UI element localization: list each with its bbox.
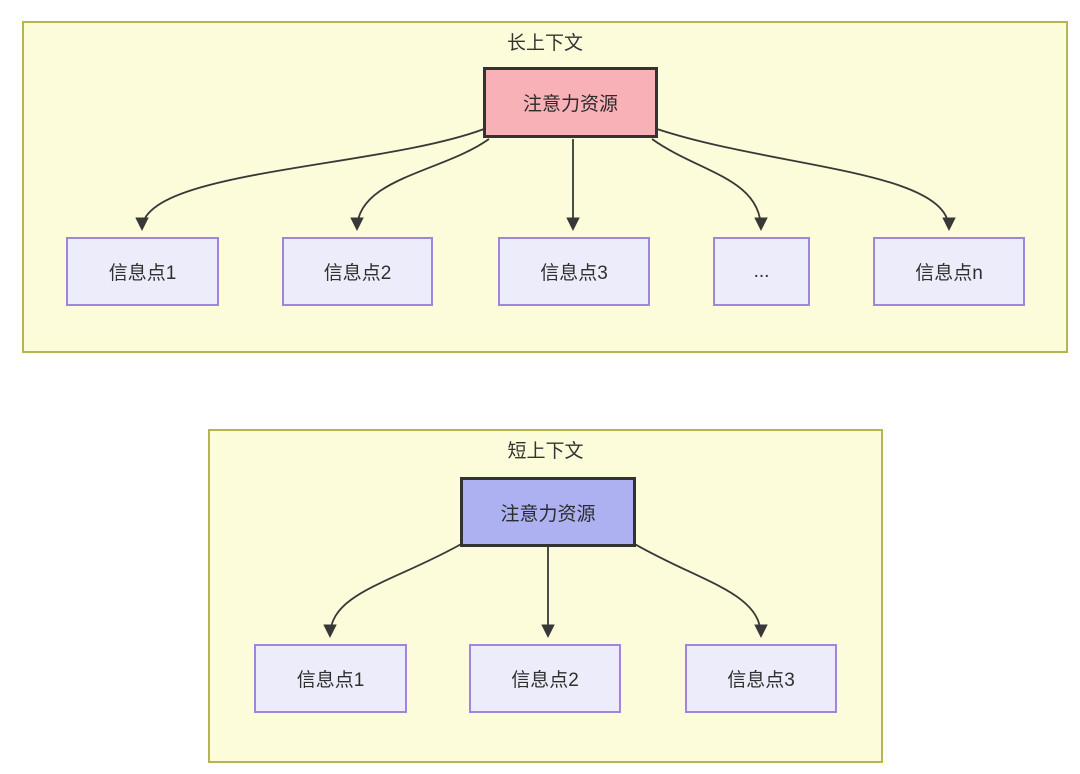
info-node-3-long: 信息点3 — [498, 237, 650, 306]
info-node-ellipsis-long: ... — [713, 237, 810, 306]
info-node-n-long: 信息点n — [873, 237, 1025, 306]
info-node-2-short: 信息点2 — [469, 644, 621, 713]
group-long-context-title: 长上下文 — [506, 33, 583, 54]
info-node-2-long: 信息点2 — [282, 237, 433, 306]
info-node-1-long: 信息点1 — [66, 237, 219, 306]
group-short-context-title: 短上下文 — [507, 441, 584, 462]
attention-resource-node-short: 注意力资源 — [460, 477, 636, 547]
attention-resource-node-long: 注意力资源 — [483, 67, 658, 138]
info-node-1-short: 信息点1 — [254, 644, 407, 713]
info-node-3-short: 信息点3 — [685, 644, 837, 713]
